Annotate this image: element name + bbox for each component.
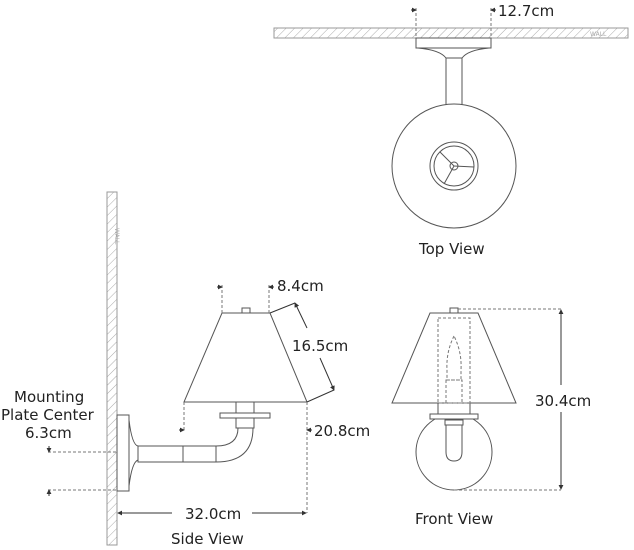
side-view-wall-label: WALL [113, 228, 120, 245]
mounting-label-line2: Plate Center [1, 406, 95, 424]
projection-dimension: 32.0cm [185, 505, 241, 523]
top-view-width-dimension: 12.7cm [498, 2, 554, 20]
top-view-title: Top View [418, 240, 485, 258]
top-view-ring-inner [433, 145, 475, 187]
shade-slant-dimension: 16.5cm [292, 337, 348, 355]
top-view-spokes [439, 151, 475, 185]
shade-slant-ext-top [269, 302, 296, 314]
top-view-arm [445, 57, 463, 107]
side-view-finial [241, 307, 251, 314]
side-view-bobeche [219, 412, 271, 419]
side-view-title: Side View [171, 530, 244, 548]
top-view-mounting-plate [415, 37, 492, 49]
side-view-socket-collar [235, 417, 255, 429]
side-view-wall [106, 191, 118, 546]
front-view-shade [391, 312, 517, 404]
front-view-title: Front View [415, 510, 493, 528]
top-view-plate-flare [417, 47, 490, 59]
side-height-dimension: 20.8cm [314, 422, 370, 440]
front-view-finial [449, 307, 459, 314]
top-view: WALL 12.7cm Top View [273, 2, 629, 258]
front-view-bobeche [429, 413, 479, 420]
front-view-arm [445, 423, 463, 462]
front-view-collar [444, 419, 464, 426]
side-view-arm [137, 445, 217, 463]
shade-slant-arrow-top [294, 302, 308, 329]
front-height-dimension: 30.4cm [535, 392, 591, 410]
shade-slant-ext-bottom [306, 389, 335, 403]
top-view-wall-label: WALL [590, 31, 607, 38]
side-view: WALL 8.4cm 16.5cm 20.8cm 32.0cm [1, 191, 370, 548]
side-view-backplate [116, 414, 130, 492]
shade-top-dimension: 8.4cm [277, 277, 324, 295]
front-view-socket [437, 402, 471, 415]
side-view-backplate-flare [128, 419, 139, 487]
side-view-shade [183, 312, 308, 403]
top-view-wall [273, 27, 629, 39]
front-view-bulb-icon [446, 334, 462, 381]
top-view-ring-outer [429, 141, 479, 191]
side-view-socket [235, 401, 255, 414]
mounting-dimension: 6.3cm [25, 424, 72, 442]
mounting-label-line1: Mounting [14, 388, 84, 406]
shade-slant-arrow-bottom [319, 357, 335, 391]
front-view: 30.4cm Front View [391, 307, 591, 528]
side-view-elbow [215, 427, 254, 463]
